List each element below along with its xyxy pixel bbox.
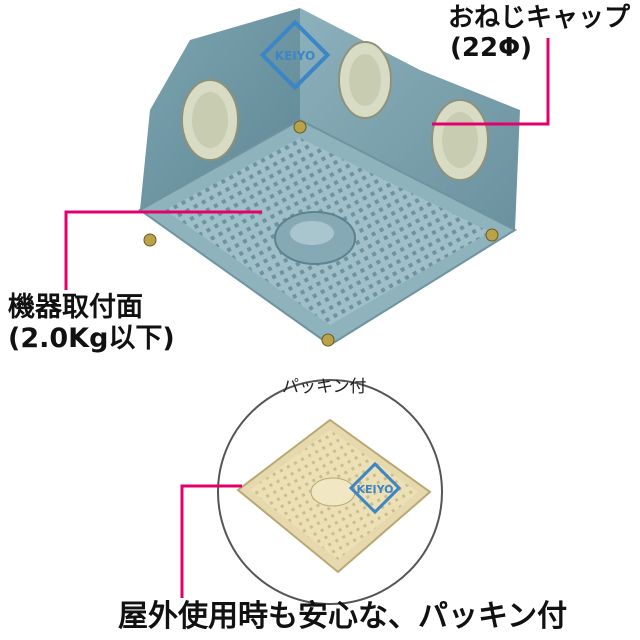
- keiyo-logo: KEIYO: [259, 19, 331, 91]
- svg-text:KEIYO: KEIYO: [275, 49, 315, 63]
- mount-face-callout: 機器取付面 (2.0Kg以下): [8, 292, 175, 354]
- cap-leader-line: [432, 38, 550, 126]
- junction-box: KEIYO: [138, 8, 520, 347]
- keiyo-logo: KEIYO: [348, 461, 402, 515]
- gasket-inset: KEIYO: [217, 379, 443, 605]
- screw-icon: [143, 233, 157, 247]
- mount-face-load: (2.0Kg以下): [8, 323, 175, 355]
- cap-callout: おねじキャップ (22Φ): [448, 3, 631, 64]
- bottom-caption: 屋外使用時も安心な、パッキン付: [118, 599, 568, 634]
- cap-callout-size: (22Φ): [450, 32, 533, 63]
- face-leader-line: [64, 210, 262, 290]
- screw-icon: [485, 228, 499, 242]
- svg-text:KEIYO: KEIYO: [356, 483, 393, 496]
- screw-icon: [321, 333, 335, 347]
- packing-inset-label: パッキン付: [282, 377, 367, 397]
- mount-face-title: 機器取付面: [8, 292, 143, 323]
- cap-callout-title: おねじキャップ: [448, 3, 631, 33]
- packing-leader-line: [180, 484, 242, 598]
- screw-icon: [293, 120, 307, 134]
